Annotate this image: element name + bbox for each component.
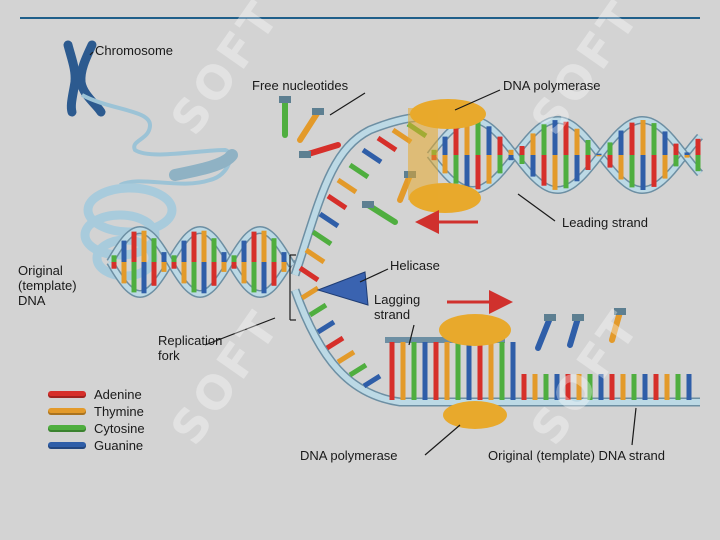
adenine-swatch [48,391,86,398]
fork-lower-base [316,319,336,335]
leader-lines [89,51,637,456]
fork-upper-base [318,211,340,229]
free-nucleotide-phosphate [572,314,584,321]
legend-label-guanine: Guanine [94,438,144,453]
label-original-template-dna-strand: Original (template) DNA strand [488,448,666,463]
header-rule [20,17,700,19]
free-nucleotide [535,315,553,351]
free-nucleotide [567,315,581,348]
label-replication-fork: Replication fork [158,333,223,363]
fork-upper-base [326,193,348,211]
fork-upper-base [311,229,333,247]
label-lagging-strand: Lagging strand [374,292,421,322]
legend-item-cytosine: Cytosine [48,420,145,437]
legend-label-cytosine: Cytosine [94,421,145,436]
free-nucleotide-phosphate [544,314,556,321]
fork-upper-base [361,147,383,165]
legend-label-thymine: Thymine [94,404,144,419]
legend-item-guanine: Guanine [48,437,145,454]
chromatin-tube [169,149,238,181]
guanine-swatch [48,442,86,449]
fork-lower-base [300,285,320,301]
label-chromosome: Chromosome [95,43,174,58]
fork-upper-base [376,135,398,153]
label-original-template-dna: Original (template) DNA [18,263,77,308]
free-nucleotide-phosphate [299,151,311,158]
label-dna-polymerase-bottom: DNA polymerase [300,448,398,463]
parental-helix-backbone [107,227,295,297]
free-nucleotide-phosphate [362,201,374,208]
dna-polymerase-top-shape [408,99,486,213]
label-helicase: Helicase [390,258,440,273]
fork-upper-base [304,247,326,265]
fork-lower-strand [292,288,700,405]
free-nucleotide-phosphate [614,308,626,315]
chromosome-icon [63,40,106,117]
fork-lower-base [362,373,382,389]
label-dna-polymerase-top: DNA polymerase [503,78,601,93]
label-free-nucleotides: Free nucleotides [252,78,349,93]
helicase-shape [316,271,369,306]
thymine-swatch [48,408,86,415]
legend-label-adenine: Adenine [94,387,142,402]
fork-upper-base [348,162,370,180]
label-leading-strand: Leading strand [562,215,649,230]
legend-item-thymine: Thymine [48,403,145,420]
chromatin-thread [81,93,232,187]
base-legend: Adenine Thymine Cytosine Guanine [48,386,145,454]
fork-lower-base [308,302,328,318]
parental-helix-backbone [107,227,295,297]
fork-upper-base [336,177,358,195]
free-nucleotide [609,309,623,343]
free-nucleotide-phosphate [279,96,291,103]
fork-lower-base [348,362,368,378]
free-nucleotide [297,109,321,143]
legend-item-adenine: Adenine [48,386,145,403]
fork-upper-base [298,265,320,283]
fork-lower-base [336,349,356,365]
fork-lower-base [325,335,345,351]
dna-polymerase-bottom-shape [439,314,511,429]
free-nucleotide-phosphate [312,108,324,115]
cytosine-swatch [48,425,86,432]
